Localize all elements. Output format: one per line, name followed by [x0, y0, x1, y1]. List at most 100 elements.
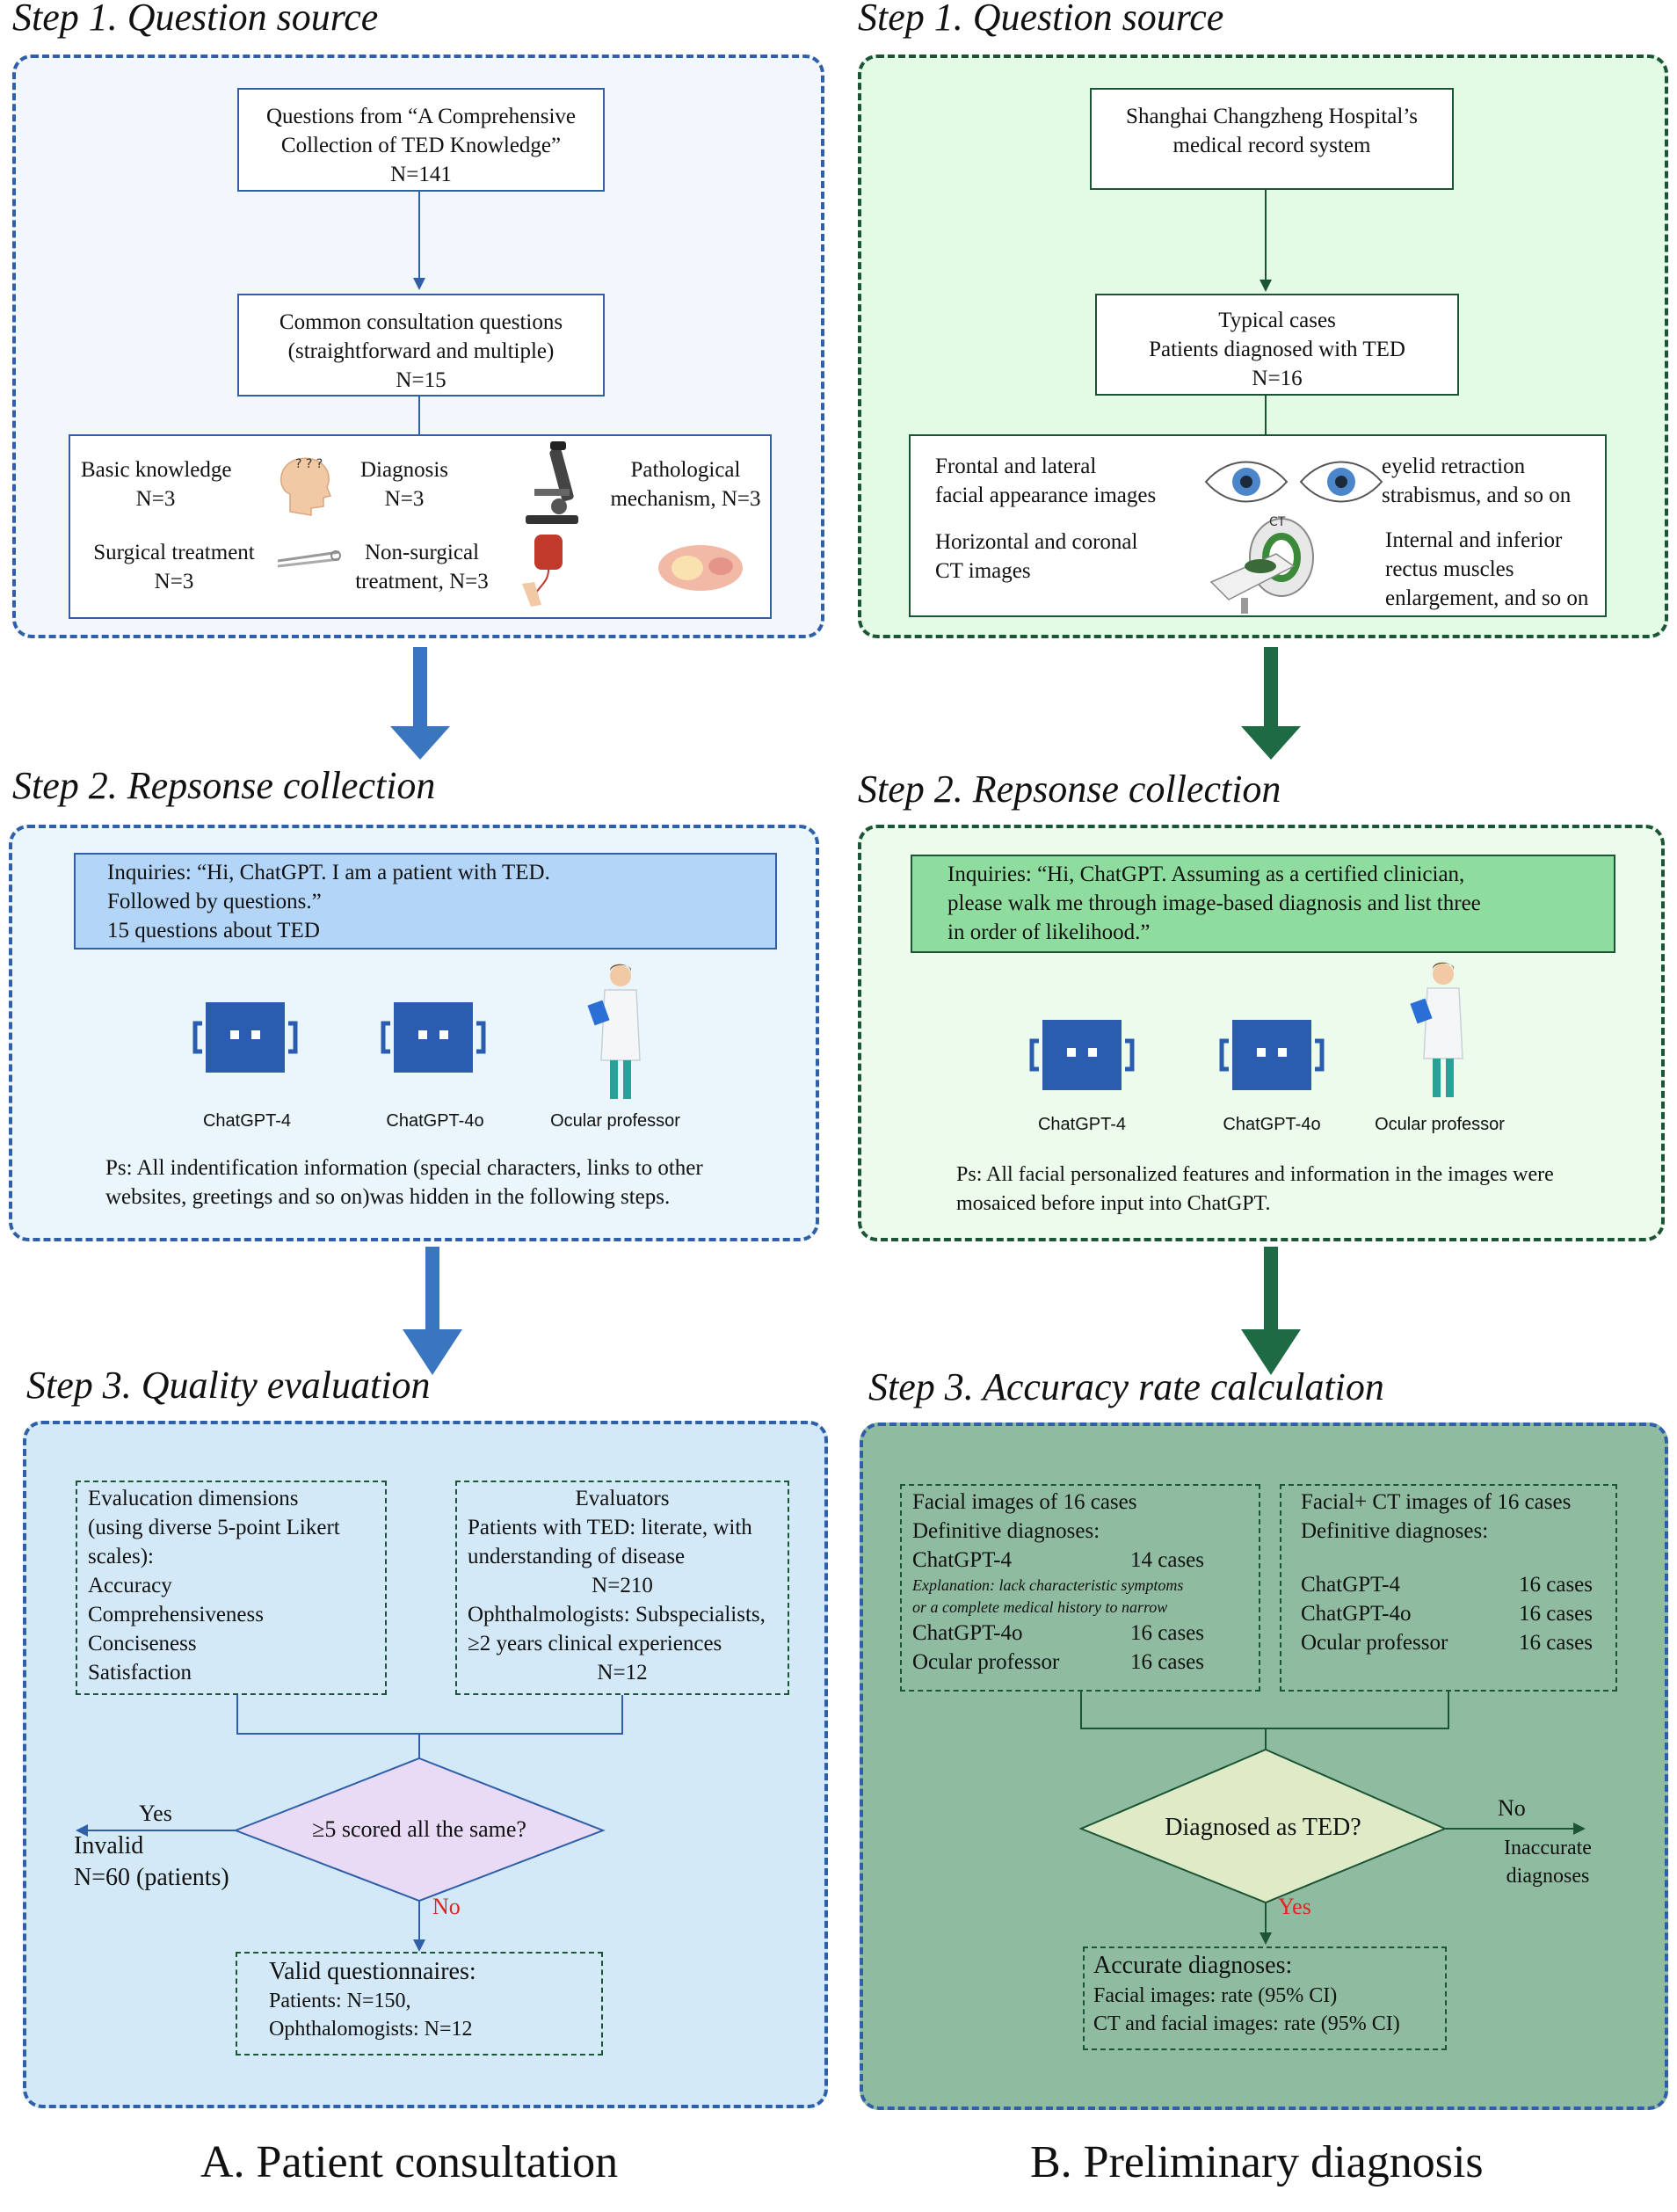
left-agent-label-3: Ocular professor [550, 1111, 680, 1131]
facial-row-3-label: Ocular professor [912, 1650, 1060, 1674]
ct-row-chatgpt4o: ChatGPT-4o 16 cases [1301, 1599, 1596, 1628]
frontal-line-2: facial appearance images [935, 484, 1157, 507]
right-inquiry-line-1: Inquiries: “Hi, ChatGPT. Assuming as a c… [947, 862, 1465, 886]
hospital-line-2: medical record system [1172, 134, 1371, 157]
svg-text:? ? ?: ? ? ? [295, 457, 323, 471]
ct-box-title-1: Facial+ CT images of 16 cases [1301, 1490, 1572, 1514]
evaluators-line-5: Ophthalmologists: Subspecialists, [468, 1603, 766, 1626]
left-no-label: No [432, 1894, 461, 1919]
ct-row-1-value: 16 cases [1519, 1573, 1593, 1597]
muscle-text: Internal and inferior rectus muscles enl… [1385, 526, 1588, 613]
muscle-line-2: rectus muscles [1385, 557, 1514, 581]
left-diamond-text: ≥5 scored all the same? [312, 1816, 526, 1842]
category-surgical-label: Surgical treatment [93, 541, 255, 564]
left-agent-label-2: ChatGPT-4o [386, 1111, 484, 1131]
right-chatgpt4o-robot-icon [1219, 1020, 1325, 1090]
valid-questionnaires-box: Valid questionnaires: Patients: N=150, O… [236, 1952, 603, 2056]
eye-icon-left [1204, 461, 1289, 503]
category-nonsurgical: Non-surgical treatment, N=3 [352, 538, 492, 596]
facial-row-chatgpt4: ChatGPT-4 14 cases [912, 1546, 1248, 1575]
eye-icon-right [1299, 461, 1383, 503]
right-inquiry-box: Inquiries: “Hi, ChatGPT. Assuming as a c… [911, 855, 1615, 953]
surgical-scissors-icon [277, 550, 341, 568]
right-arrow-1 [1241, 647, 1301, 760]
left-arrow-2 [403, 1247, 462, 1375]
right-caption: B. Preliminary diagnosis [1030, 2137, 1484, 2187]
facial-row-1-label: ChatGPT-4 [912, 1548, 1012, 1572]
typical-line-1: Typical cases [1218, 309, 1336, 332]
left-agent-label-1: ChatGPT-4 [202, 1111, 292, 1131]
microscope-icon [526, 441, 578, 524]
ct-scanner-icon: CT [1209, 515, 1314, 614]
facial-images-box: Facial images of 16 cases Definitive dia… [900, 1484, 1260, 1692]
head-question-icon: ? ? ? [280, 457, 332, 516]
chatgpt4-robot-icon [192, 1002, 298, 1073]
common-line-2: (straightforward and multiple) [287, 339, 555, 363]
category-pathological: Pathological mechanism, N=3 [598, 455, 773, 513]
evaluators-line-6: ≥2 years clinical experiences [468, 1632, 722, 1655]
ct-row-3-value: 16 cases [1519, 1631, 1593, 1655]
ct-line-2: CT images [935, 559, 1031, 583]
question-source-box: Questions from “A Comprehensive Collecti… [237, 88, 605, 192]
ct-line-1: Horizontal and coronal [935, 530, 1138, 554]
accurate-title: Accurate diagnoses: [1093, 1952, 1293, 1979]
hospital-line-1: Shanghai Changzheng Hospital’s [1126, 105, 1418, 128]
frontal-line-1: Frontal and lateral [935, 455, 1097, 478]
invalid-label: Invalid N=60 (patients) [74, 1830, 229, 1894]
explanation-line-1: Explanation: lack characteristic symptom… [912, 1576, 1184, 1594]
right-ps-line-1: Ps: All facial personalized features and… [956, 1163, 1554, 1186]
right-inquiry-line-2: please walk me through image-based diagn… [947, 891, 1481, 915]
category-diagnosis-label: Diagnosis [360, 458, 448, 482]
facial-ct-images-box: Facial+ CT images of 16 cases Definitive… [1280, 1484, 1617, 1692]
typical-count: N=16 [1252, 367, 1303, 390]
accurate-diagnoses-box: Accurate diagnoses: Facial images: rate … [1083, 1946, 1447, 2050]
right-step3-title: Step 3. Accuracy rate calculation [868, 1365, 1384, 1408]
evaluators-line-2: Patients with TED: literate, with [468, 1516, 752, 1539]
eval-dims-line-7: Satisfaction [88, 1661, 192, 1684]
left-step3-title: Step 3. Quality evaluation [26, 1364, 431, 1407]
facial-row-2-value: 16 cases [1130, 1621, 1204, 1645]
left-yes-label: Yes [139, 1801, 172, 1826]
common-questions-box: Common consultation questions (straightf… [237, 294, 605, 397]
invalid-line-2: N=60 (patients) [74, 1864, 229, 1891]
category-basic: Basic knowledge N=3 [81, 455, 231, 513]
typical-line-2: Patients diagnosed with TED [1149, 338, 1405, 361]
right-step1-title: Step 1. Question source [858, 0, 1224, 39]
valid-line-1: Patients: N=150, [269, 1990, 411, 2012]
ct-images-text: Horizontal and coronal CT images [935, 528, 1137, 586]
left-caption: A. Patient consultation [200, 2137, 619, 2187]
category-nonsurg-count: treatment, N=3 [355, 570, 489, 593]
inaccurate-line-1: Inaccurate [1504, 1837, 1592, 1859]
right-chatgpt4-robot-icon [1029, 1020, 1135, 1090]
left-inquiry-line-1: Inquiries: “Hi, ChatGPT. I am a patient … [107, 861, 550, 884]
category-nonsurg-label: Non-surgical [364, 541, 480, 564]
muscle-line-1: Internal and inferior [1385, 528, 1563, 552]
accurate-line-2: CT and facial images: rate (95% CI) [1093, 2012, 1400, 2035]
evaluators-box: Evaluators Patients with TED: literate, … [455, 1481, 789, 1695]
left-arrow-1 [390, 647, 450, 760]
ct-box-title-2: Definitive diagnoses: [1301, 1519, 1489, 1543]
right-inquiry-line-3: in order of likelihood.” [947, 920, 1151, 944]
facial-row-chatgpt4o: ChatGPT-4o 16 cases [912, 1619, 1248, 1648]
right-ps-note: Ps: All facial personalized features and… [956, 1161, 1554, 1219]
iv-bag-icon [522, 535, 563, 607]
right-ps-line-2: mosaiced before input into ChatGPT. [956, 1192, 1271, 1215]
category-surgical-count: N=3 [154, 570, 194, 593]
frontal-images-text: Frontal and lateral facial appearance im… [935, 452, 1156, 510]
facial-title-2: Definitive diagnoses: [912, 1519, 1100, 1543]
left-step1-title: Step 1. Question source [12, 0, 379, 39]
right-diamond-text: Diagnosed as TED? [1165, 1814, 1361, 1841]
right-agent-label-1: ChatGPT-4 [1037, 1115, 1127, 1134]
evaluators-line-7: N=12 [597, 1661, 648, 1684]
explanation-line-2: or a complete medical history to narrow [912, 1598, 1168, 1616]
facial-explanation: Explanation: lack characteristic symptom… [912, 1575, 1248, 1619]
right-step2-title: Step 2. Repsonse collection [858, 768, 1281, 811]
hospital-record-box: Shanghai Changzheng Hospital’s medical r… [1090, 88, 1454, 190]
source-count: N=141 [390, 163, 452, 186]
facial-row-3-value: 16 cases [1130, 1650, 1204, 1674]
left-ps-note: Ps: All indentification information (spe… [105, 1153, 703, 1212]
category-diagnosis: Diagnosis N=3 [352, 455, 457, 513]
valid-title: Valid questionnaires: [269, 1958, 476, 1985]
eval-dims-line-3: scales): [88, 1545, 154, 1568]
